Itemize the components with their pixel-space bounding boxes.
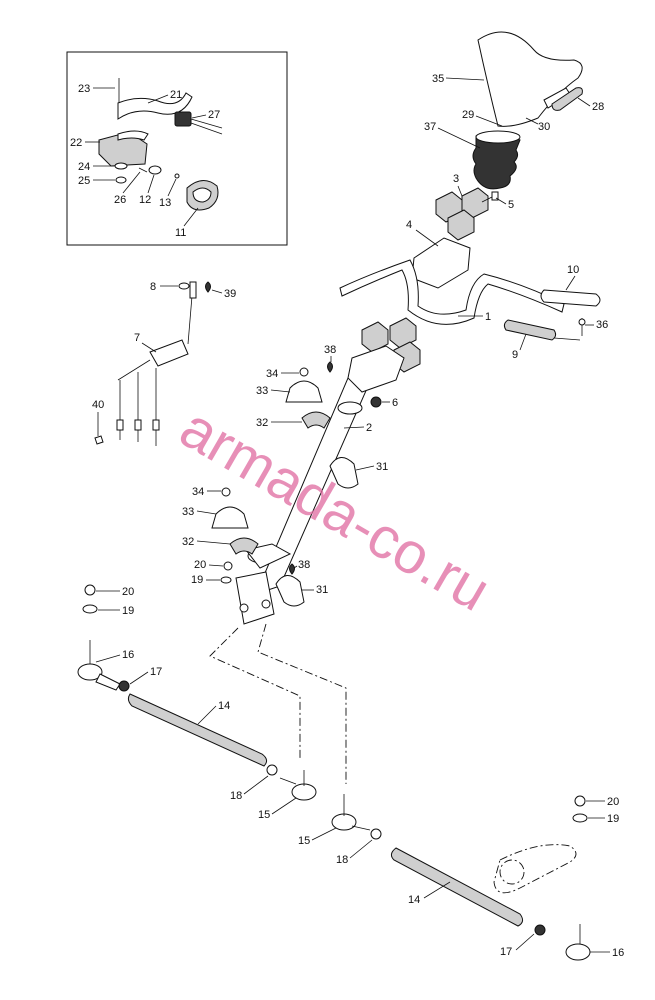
callout-13: 13: [159, 197, 171, 209]
callout-32-upper: 32: [256, 417, 268, 429]
main-parts: [77, 31, 601, 961]
callout-31-lower: 31: [316, 584, 328, 596]
callout-28: 28: [592, 101, 604, 113]
callout-30: 30: [538, 121, 550, 133]
main-callouts: 35 29 30 28 37 3 5 4 10 1 36 9 8 39 7 40…: [92, 73, 624, 959]
callout-20-left: 20: [122, 586, 134, 598]
callout-35: 35: [432, 73, 444, 85]
callout-20-right: 20: [607, 796, 619, 808]
callout-34-upper: 34: [266, 368, 278, 380]
callout-12: 12: [139, 194, 151, 206]
callout-10: 10: [567, 264, 579, 276]
inset-callouts: 23 21 27 22 24 25 26 12 13 11: [70, 83, 220, 239]
callout-23: 23: [78, 83, 90, 95]
callout-40: 40: [92, 399, 104, 411]
callout-34-lower: 34: [192, 486, 204, 498]
callout-9: 9: [512, 349, 518, 361]
callout-37: 37: [424, 121, 436, 133]
callout-1: 1: [485, 311, 491, 323]
callout-5: 5: [508, 199, 514, 211]
inset-parts: [98, 78, 223, 211]
callout-15-upper: 15: [258, 809, 270, 821]
callout-27: 27: [208, 109, 220, 121]
callout-19-right: 19: [607, 813, 619, 825]
callout-16-left: 16: [122, 649, 134, 661]
callout-22: 22: [70, 137, 82, 149]
callout-39: 39: [224, 288, 236, 300]
callout-21: 21: [170, 89, 182, 101]
callout-7: 7: [134, 332, 140, 344]
callout-19-left: 19: [122, 605, 134, 617]
callout-15-lower: 15: [298, 835, 310, 847]
callout-3: 3: [453, 173, 459, 185]
callout-4: 4: [406, 219, 412, 231]
callout-20-column: 20: [194, 559, 206, 571]
callout-19-column: 19: [191, 574, 203, 586]
callout-17-left: 17: [150, 666, 162, 678]
callout-38-lower: 38: [298, 559, 310, 571]
callout-36: 36: [596, 319, 608, 331]
callout-17-right: 17: [500, 946, 512, 958]
callout-2: 2: [366, 422, 372, 434]
callout-31-upper: 31: [376, 461, 388, 473]
callout-25: 25: [78, 175, 90, 187]
inset-frame: [66, 51, 288, 246]
callout-16-right: 16: [612, 947, 624, 959]
callout-38-upper: 38: [324, 344, 336, 356]
callout-11: 11: [175, 227, 186, 239]
callout-33-lower: 33: [182, 506, 194, 518]
callout-6: 6: [392, 397, 398, 409]
callout-14-upper: 14: [218, 700, 230, 712]
callout-32-lower: 32: [182, 536, 194, 548]
callout-18-middle: 18: [230, 790, 242, 802]
callout-14-lower: 14: [408, 894, 420, 906]
callout-29: 29: [462, 109, 474, 121]
callout-8: 8: [150, 281, 156, 293]
callout-24: 24: [78, 161, 90, 173]
callout-26: 26: [114, 194, 126, 206]
callout-33-upper: 33: [256, 385, 268, 397]
callout-18-lower: 18: [336, 854, 348, 866]
